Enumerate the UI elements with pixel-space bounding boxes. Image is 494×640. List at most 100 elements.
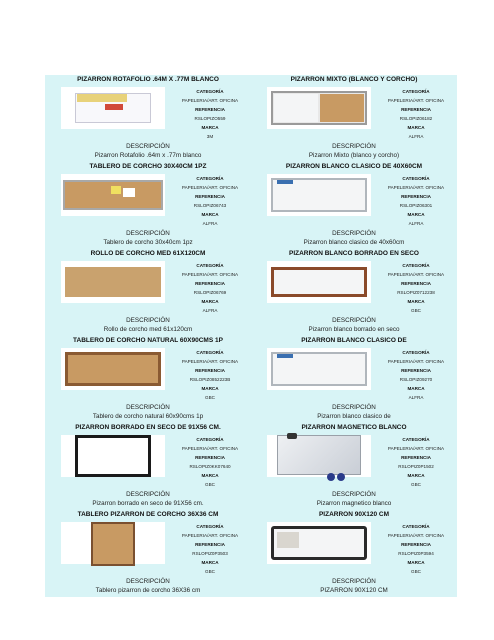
category-value: PAPELERIA/ART. OFICINA (181, 359, 239, 365)
category-label: CATEGORÍA (196, 176, 224, 181)
brand-label: MARCA (407, 299, 425, 305)
category-value: PAPELERIA/ART. OFICINA (387, 533, 445, 539)
description-text: Pizarron blanco clasico de 40x60cm (303, 239, 405, 246)
brand-value: GBC (411, 308, 421, 314)
product-card[interactable]: PIZARRON MIXTO (BLANCO Y CORCHO) CATEGOR… (251, 75, 457, 162)
brand-label: MARCA (201, 125, 219, 131)
description-label: DESCRIPCIÓN (332, 491, 376, 498)
description-text: Rollo de corcho med 61x120cm (103, 326, 193, 333)
product-card[interactable]: TABLERO DE CORCHO NATURAL 60X90CMS 1P CA… (45, 336, 251, 423)
description-text: Pizarron borrado en seco de 91X56 cm. (92, 500, 204, 507)
brand-label: MARCA (201, 212, 219, 218)
reference-value: RSLOPIZO559 (194, 116, 226, 122)
black-frame-board-image (61, 435, 165, 477)
reference-label: REFERENCIA (195, 368, 225, 374)
product-meta: CATEGORÍA PAPELERIA/ART. OFICINA REFEREN… (375, 348, 457, 403)
brand-value: GBC (411, 569, 421, 575)
reference-value: RSLOPIZ06743 (193, 203, 227, 209)
description-text: Tablero de corcho 30x40cm 1pz (103, 239, 193, 246)
product-card[interactable]: PIZARRON MAGNETICO BLANCO CATEGORÍA PAPE… (251, 423, 457, 510)
product-title: PIZARRON BLANCO BORRADO EN SECO (288, 250, 419, 257)
product-title: PIZARRON BORRADO EN SECO DE 91X56 CM. (75, 424, 221, 431)
category-value: PAPELERIA/ART. OFICINA (387, 185, 445, 191)
description-label: DESCRIPCIÓN (126, 578, 170, 585)
product-card[interactable]: PIZARRON ROTAFOLIO .64M X .77M BLANCO CA… (45, 75, 251, 162)
product-title: PIZARRON 90X120 CM (318, 511, 390, 518)
reference-label: REFERENCIA (401, 194, 431, 200)
category-label: CATEGORÍA (402, 437, 430, 442)
category-label: CATEGORÍA (402, 263, 430, 268)
product-title: PIZARRON ROTAFOLIO .64M X .77M BLANCO (77, 76, 219, 83)
category-label: CATEGORÍA (402, 176, 430, 181)
reference-value: RSLOPIZ0852223B (189, 377, 231, 383)
reference-label: REFERENCIA (195, 455, 225, 461)
brand-label: MARCA (407, 125, 425, 131)
category-label: CATEGORÍA (196, 524, 224, 529)
reference-label: REFERENCIA (195, 542, 225, 548)
product-title: ROLLO DE CORCHO MED 61X120CM (90, 250, 206, 257)
magnetic-board-image (267, 433, 371, 481)
product-card[interactable]: PIZARRON BORRADO EN SECO DE 91X56 CM. CA… (45, 423, 251, 510)
description-text: Pizarron Rotafolio .64m x .77m blanco (94, 152, 202, 159)
description-label: DESCRIPCIÓN (332, 143, 376, 150)
product-title: TABLERO PIZARRON DE CORCHO 36X36 CM (77, 511, 219, 518)
category-label: CATEGORÍA (402, 524, 430, 529)
product-meta: CATEGORÍA PAPELERIA/ART. OFICINA REFEREN… (169, 522, 251, 577)
description-text: PIZARRON 90X120 CM (320, 587, 388, 594)
description-label: DESCRIPCIÓN (126, 404, 170, 411)
product-card[interactable]: TABLERO PIZARRON DE CORCHO 36X36 CM CATE… (45, 510, 251, 597)
reference-label: REFERENCIA (401, 542, 431, 548)
product-meta: CATEGORÍA PAPELERIA/ART. OFICINA REFEREN… (375, 87, 457, 142)
category-value: PAPELERIA/ART. OFICINA (387, 359, 445, 365)
reference-label: REFERENCIA (195, 194, 225, 200)
mixed-board-image (267, 87, 371, 129)
category-label: CATEGORÍA (196, 350, 224, 355)
category-value: PAPELERIA/ART. OFICINA (387, 272, 445, 278)
reference-label: REFERENCIA (195, 281, 225, 287)
product-meta: CATEGORÍA PAPELERIA/ART. OFICINA REFEREN… (375, 261, 457, 316)
category-label: CATEGORÍA (402, 89, 430, 94)
brand-label: MARCA (407, 386, 425, 392)
product-meta: CATEGORÍA PAPELERIA/ART. OFICINA REFEREN… (169, 261, 251, 316)
product-meta: CATEGORÍA PAPELERIA/ART. OFICINA REFEREN… (375, 435, 457, 490)
reference-value: RSLOPIZ06301 (399, 203, 433, 209)
brand-value: ALFRA (408, 395, 424, 401)
brand-value: ALFRA (202, 308, 218, 314)
brand-label: MARCA (201, 473, 219, 479)
reference-value: RSLOPIZ06769 (193, 290, 227, 296)
white-board-dark-image (267, 522, 371, 564)
brand-label: MARCA (201, 560, 219, 566)
product-title: TABLERO DE CORCHO 30X40CM 1PZ (89, 163, 207, 170)
product-card[interactable]: PIZARRON BLANCO CLASICO DE CATEGORÍA PAP… (251, 336, 457, 423)
product-title: PIZARRON BLANCO CLASICO DE (301, 337, 407, 344)
flipchart-pad-image (61, 87, 165, 129)
reference-label: REFERENCIA (195, 107, 225, 113)
product-card[interactable]: TABLERO DE CORCHO 30X40CM 1PZ CATEGORÍA … (45, 162, 251, 249)
brand-label: MARCA (201, 299, 219, 305)
description-text: Pizarron blanco clasico de (317, 413, 391, 420)
product-card[interactable]: PIZARRON 90X120 CM CATEGORÍA PAPELERIA/A… (251, 510, 457, 597)
product-card[interactable]: PIZARRON BLANCO CLASICO DE 40X60CM CATEG… (251, 162, 457, 249)
product-card[interactable]: PIZARRON BLANCO BORRADO EN SECO CATEGORÍ… (251, 249, 457, 336)
cork-board-image (61, 174, 165, 216)
product-title: PIZARRON MIXTO (BLANCO Y CORCHO) (290, 76, 418, 83)
description-label: DESCRIPCIÓN (332, 230, 376, 237)
reference-label: REFERENCIA (401, 281, 431, 287)
brand-value: GBC (205, 395, 215, 401)
cork-roll-image (61, 261, 165, 303)
category-label: CATEGORÍA (402, 350, 430, 355)
description-label: DESCRIPCIÓN (126, 143, 170, 150)
reference-label: REFERENCIA (401, 368, 431, 374)
category-value: PAPELERIA/ART. OFICINA (387, 446, 445, 452)
description-text: Pizarron magnetico blanco (316, 500, 392, 507)
brand-label: MARCA (407, 473, 425, 479)
reference-value: RSLOPIZ0P1502 (398, 464, 434, 470)
brand-label: MARCA (407, 212, 425, 218)
description-text: Pizarron Mixto (blanco y corcho) (308, 152, 400, 159)
product-meta: CATEGORÍA PAPELERIA/ART. OFICINA REFEREN… (169, 87, 251, 142)
category-label: CATEGORÍA (196, 437, 224, 442)
reference-value: RSLOPIZ09270 (399, 377, 433, 383)
product-card[interactable]: ROLLO DE CORCHO MED 61X120CM CATEGORÍA P… (45, 249, 251, 336)
description-text: Pizarron blanco borrado en seco (308, 326, 400, 333)
product-meta: CATEGORÍA PAPELERIA/ART. OFICINA REFEREN… (375, 522, 457, 577)
